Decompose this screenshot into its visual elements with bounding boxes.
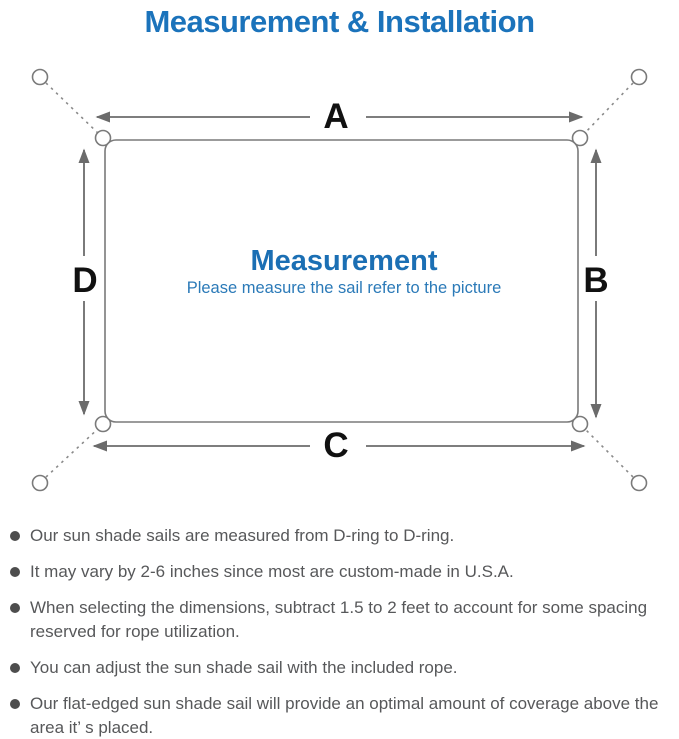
rope-line-bottom-left: [45, 425, 102, 478]
d-ring-bottom-left: [94, 415, 112, 433]
bullet-icon: [10, 663, 20, 673]
note-text: Our flat-edged sun shade sail will provi…: [30, 694, 659, 737]
note-text: When selecting the dimensions, subtract …: [30, 598, 648, 641]
bullet-icon: [10, 603, 20, 613]
anchor-ring-top-right: [630, 68, 648, 86]
note-item: You can adjust the sun shade sail with t…: [8, 656, 660, 680]
rope-line-bottom-right: [581, 425, 634, 478]
notes-list: Our sun shade sails are measured from D-…: [8, 524, 660, 739]
dimension-label-d: D: [72, 261, 97, 300]
sail-measurement-diagram: A C D B Measurement Please measure the s…: [31, 68, 648, 492]
dimension-label-c: C: [323, 426, 348, 465]
diagram-center-subtitle: Please measure the sail refer to the pic…: [187, 279, 502, 297]
note-text: You can adjust the sun shade sail with t…: [30, 658, 458, 677]
d-ring-top-right: [571, 129, 589, 147]
note-item: It may vary by 2-6 inches since most are…: [8, 560, 660, 584]
dimension-label-b: B: [583, 261, 608, 300]
note-item: When selecting the dimensions, subtract …: [8, 596, 660, 644]
page-title: Measurement & Installation: [144, 4, 535, 39]
d-ring-top-left: [94, 129, 112, 147]
anchor-ring-bottom-right: [630, 474, 648, 492]
note-text: Our sun shade sails are measured from D-…: [30, 526, 455, 545]
d-ring-bottom-right: [571, 415, 589, 433]
sail-outline: [104, 139, 579, 423]
anchor-ring-top-left: [31, 68, 49, 86]
bullet-icon: [10, 531, 20, 541]
note-item: Our flat-edged sun shade sail will provi…: [8, 692, 660, 739]
rope-line-top-left: [45, 82, 102, 137]
bullet-icon: [10, 699, 20, 709]
note-item: Our sun shade sails are measured from D-…: [8, 524, 660, 548]
dimension-label-a: A: [323, 97, 348, 136]
diagram-center-title: Measurement: [251, 245, 438, 277]
anchor-ring-bottom-left: [31, 474, 49, 492]
rope-line-top-right: [581, 82, 634, 137]
bullet-icon: [10, 567, 20, 577]
note-text: It may vary by 2-6 inches since most are…: [30, 562, 514, 581]
